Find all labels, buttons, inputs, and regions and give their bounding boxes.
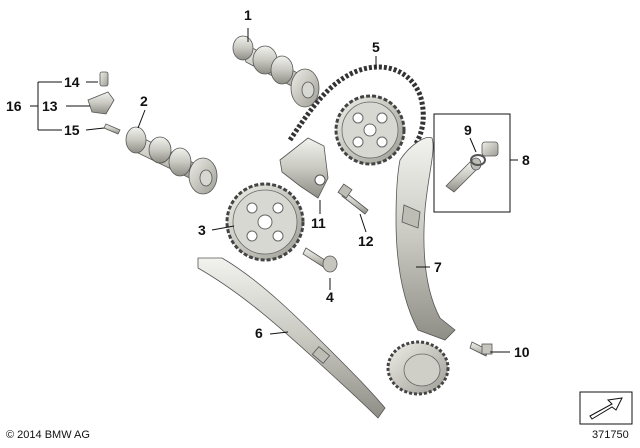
sprocket-upper: [334, 94, 406, 166]
camshaft-lower: [125, 126, 218, 195]
callout-5: 5: [372, 39, 380, 55]
tensioner-piston: [445, 157, 482, 193]
bolt-12: [337, 183, 369, 215]
sealing-ring: [470, 154, 486, 166]
bolt-4: [302, 247, 338, 273]
callout-3: 3: [198, 222, 206, 238]
callout-9: 9: [464, 122, 472, 138]
crankshaft-gear: [386, 340, 450, 396]
callout-14: 14: [64, 74, 80, 90]
group-box-8: [433, 113, 511, 213]
sprocket-lower: [225, 182, 305, 262]
callout-12: 12: [358, 233, 374, 249]
guide-rail: [197, 257, 386, 419]
camshaft-upper: [232, 35, 320, 108]
screw-plug: [481, 141, 499, 157]
arrow-badge-icon: [579, 391, 633, 425]
callout-6: 6: [255, 325, 263, 341]
callout-13: 13: [42, 98, 58, 114]
screw-15: [103, 123, 121, 135]
callout-labels: 1 2 3 4 5 6 7 8 9 10 11 12 13 14 15 16: [6, 7, 530, 360]
callout-16: 16: [6, 98, 22, 114]
bolt-10: [469, 341, 493, 357]
timing-chain: [287, 64, 426, 147]
callout-4: 4: [326, 289, 334, 305]
callout-8: 8: [522, 152, 530, 168]
callout-7: 7: [434, 259, 442, 275]
chain-guide-bracket: [279, 137, 329, 199]
tensioner-rail: [395, 137, 456, 341]
callout-1: 1: [244, 7, 252, 23]
pin-14: [99, 71, 109, 87]
leader-lines: [30, 28, 518, 353]
callout-11: 11: [311, 215, 326, 231]
callout-10: 10: [514, 344, 530, 360]
callout-15: 15: [64, 122, 80, 138]
lever-13: [87, 91, 115, 115]
callout-2: 2: [140, 93, 148, 109]
copyright-text: © 2014 BMW AG: [6, 429, 90, 441]
diagram-number: 371750: [592, 429, 629, 441]
